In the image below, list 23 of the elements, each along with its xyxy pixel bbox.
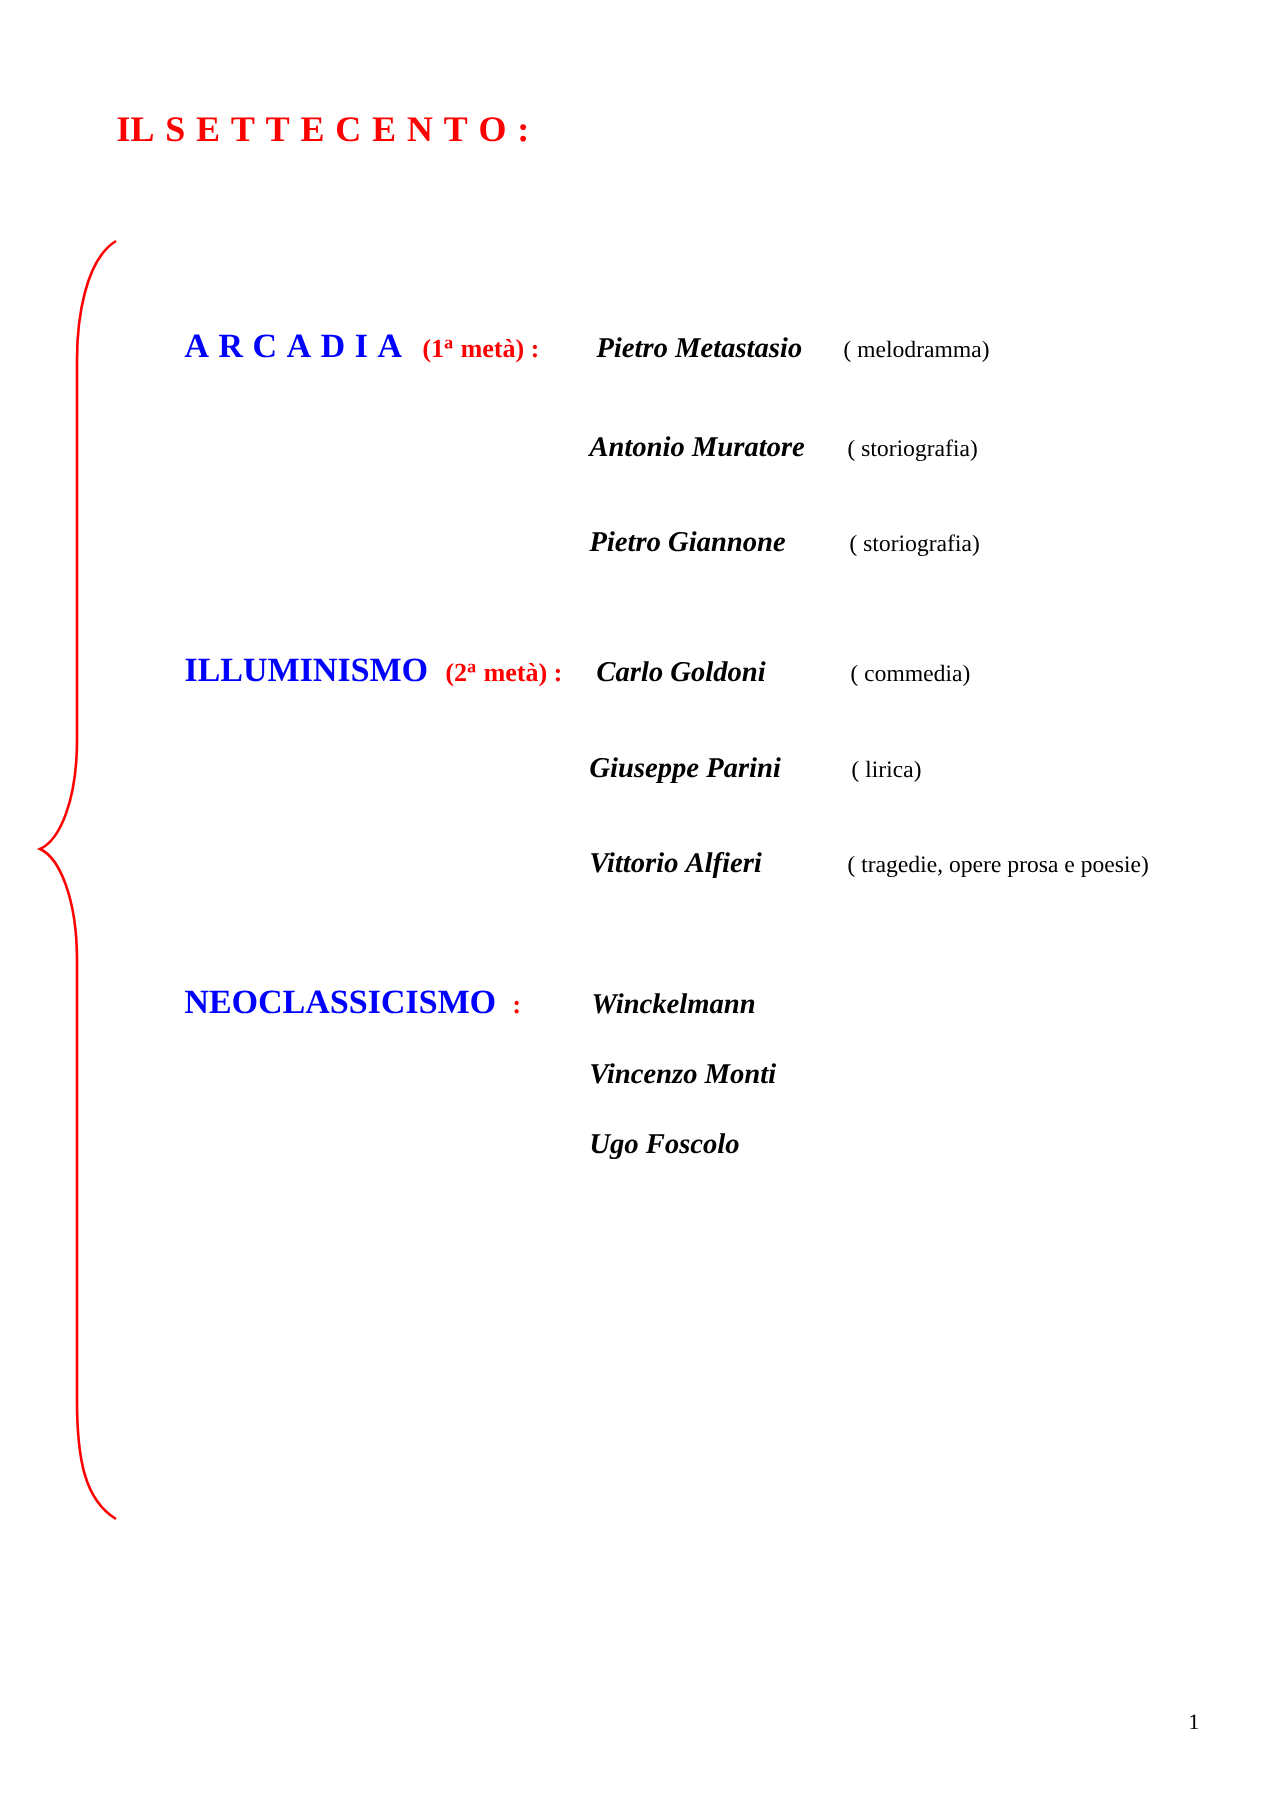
author-name: Pietro Giannone [589,531,786,552]
genre-note: ( storiografia) [848,439,977,462]
genre-note: ( melodramma) [844,340,989,363]
period-label: (2$^{a}$ metà) : [446,662,560,687]
author-name: Antonio Muratore [587,436,805,457]
author-name: Carlo Goldoni [597,661,766,682]
movement-label: NEOCLASSICISMO [185,990,495,1014]
heading: IL S E T T E C E N T O : [117,117,527,142]
genre-note: ( tragedie, opere prosa e poesie) [848,855,1148,878]
movement-label: ILLUMINISMO [185,658,427,682]
period-label: (1$^{a}$ metà) : [423,338,537,363]
period-label: : [514,1000,519,1014]
genre-note: ( lirica) [852,760,921,783]
movement-label: A R C A D I A [184,334,402,358]
author-name: Vittorio Alfieri [591,851,762,879]
genre-note: ( storiografia) [850,534,979,557]
genre-note: ( commedia) [851,664,970,687]
author-name: Winckelmann [593,993,755,1014]
author-name: Pietro Metastasio [596,337,802,358]
author-name: Giuseppe Parini [590,757,781,784]
page-number: 1 [1190,1714,1199,1729]
author-name: Ugo Foscolo [591,1133,739,1160]
author-name: Vincenzo Monti [591,1063,776,1084]
